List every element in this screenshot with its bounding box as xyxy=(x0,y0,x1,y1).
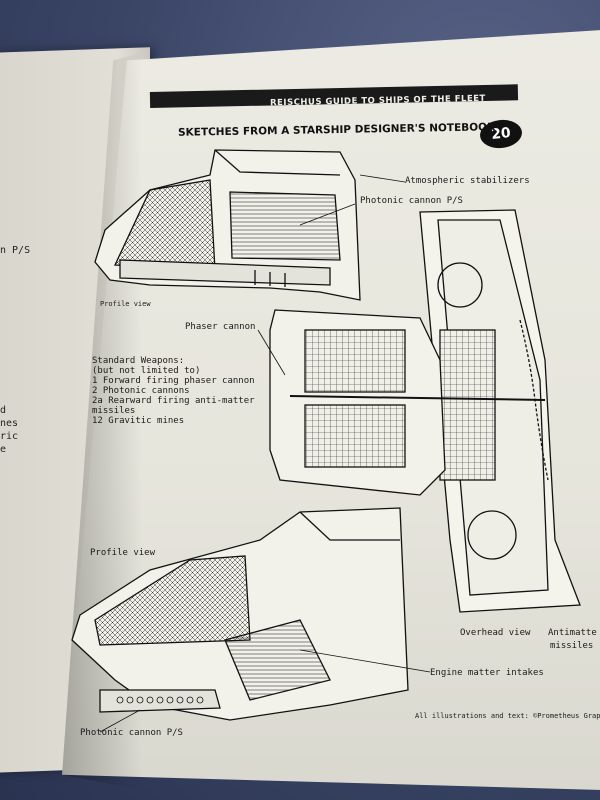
label-antimatter: Antimatte xyxy=(548,628,597,638)
leader-lines xyxy=(99,174,431,733)
weapons-line: missiles xyxy=(92,406,136,416)
label-photonic-cannon-top: Photonic cannon P/S xyxy=(360,196,463,206)
standard-weapons-list: Standard Weapons: (but not limited to) 1… xyxy=(92,356,255,426)
label-engine-matter-intakes: Engine matter intakes xyxy=(430,668,544,678)
label-overhead-view: Overhead view xyxy=(460,628,531,638)
ship-overhead xyxy=(269,209,581,613)
left-page-fragment: ric xyxy=(0,431,19,442)
label-photonic-cannon-bottom: Photonic cannon P/S xyxy=(80,728,183,738)
ship-profile-bottom xyxy=(71,507,409,721)
label-missiles: missiles xyxy=(550,641,594,651)
weapons-line: 2 Photonic cannons xyxy=(92,386,190,396)
label-profile-view-bottom: Profile view xyxy=(90,548,156,558)
weapons-line: Standard Weapons: xyxy=(92,356,185,366)
label-phaser-cannon: Phaser cannon xyxy=(185,322,256,332)
left-page-fragment: d xyxy=(0,405,7,416)
weapons-line: 1 Forward firing phaser cannon xyxy=(92,376,255,386)
weapons-line: 12 Gravitic mines xyxy=(92,416,185,426)
left-page-fragment: e xyxy=(0,444,7,455)
left-page-fragment: n P/S xyxy=(0,245,31,256)
label-atmospheric-stabilizers: Atmospheric stabilizers xyxy=(405,176,530,186)
label-profile-view-top: Profile view xyxy=(100,300,151,308)
ship-profile-top xyxy=(94,149,361,301)
weapons-line: 2a Rearward firing anti-matter xyxy=(92,396,255,406)
weapons-line: (but not limited to) xyxy=(92,366,201,376)
left-page-fragment: nes xyxy=(0,418,19,429)
credits: All illustrations and text: ©Prometheus … xyxy=(415,712,600,720)
